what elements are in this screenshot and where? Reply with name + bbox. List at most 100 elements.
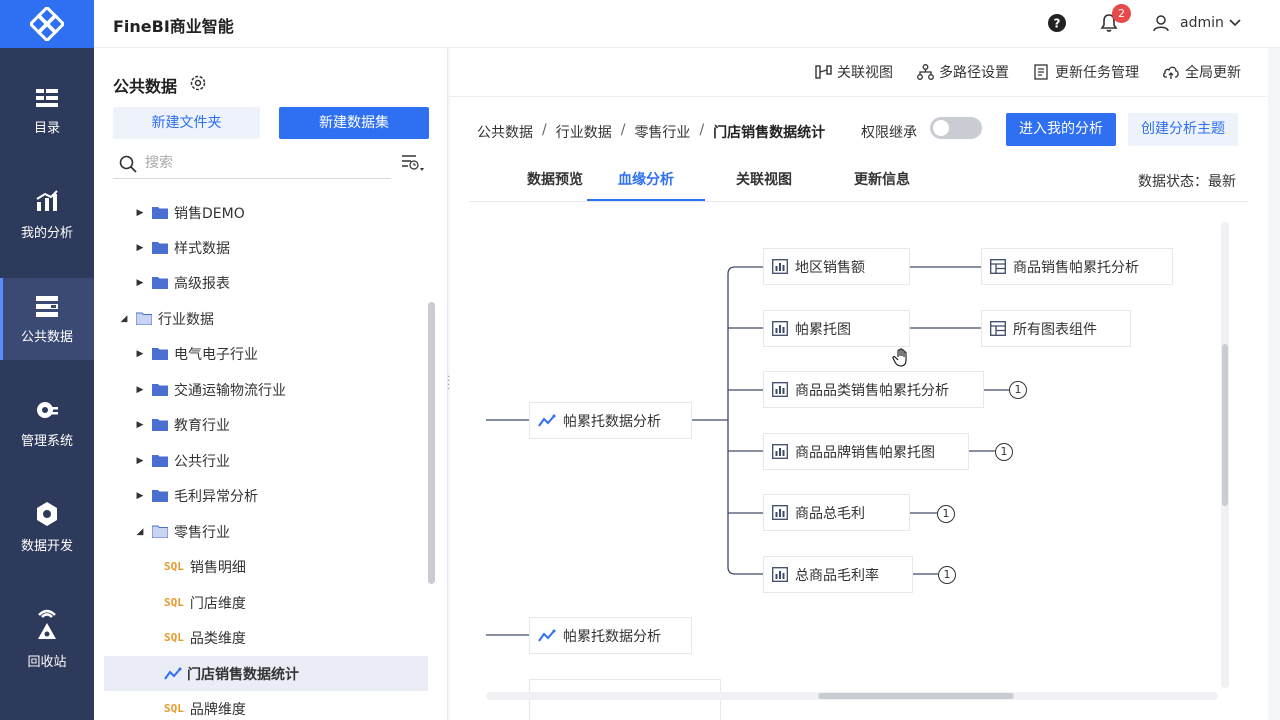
lineage-node[interactable]: 商品总毛利 xyxy=(763,494,910,531)
tree-item[interactable]: ▶ 电气电子行业 xyxy=(104,336,428,371)
expand-arrow-icon[interactable]: ▶ xyxy=(136,455,144,466)
breadcrumb-item[interactable]: 公共数据 xyxy=(477,125,533,141)
expand-arrow-icon[interactable]: ▶ xyxy=(136,419,144,430)
tree-item[interactable]: SQL 品牌维度 xyxy=(104,691,428,720)
collapse-arrow-icon[interactable]: ◢ xyxy=(136,526,144,537)
expand-arrow-icon[interactable]: ▶ xyxy=(136,277,144,288)
canvas-horizontal-scrollbar[interactable] xyxy=(818,693,1014,699)
username[interactable]: admin xyxy=(1180,15,1224,31)
lineage-root-node[interactable]: 帕累托数据分析 xyxy=(529,402,692,439)
logo[interactable] xyxy=(0,0,94,48)
sidebar-title: 公共数据 xyxy=(113,77,178,96)
folder-open-icon xyxy=(152,525,168,538)
tree-item[interactable]: SQL 品类维度 xyxy=(104,620,428,655)
nav-item-data-dev[interactable]: 数据开发 xyxy=(0,486,94,568)
nav-item-my-analysis[interactable]: 我的分析 xyxy=(0,174,94,256)
update-task-button[interactable]: 更新任务管理 xyxy=(1033,62,1139,82)
lineage-target-node[interactable]: 所有图表组件 xyxy=(981,310,1131,347)
tree-item-label: 毛利异常分析 xyxy=(174,488,258,505)
tree-item-selected[interactable]: 门店销售数据统计 xyxy=(104,656,428,691)
global-update-button[interactable]: 全局更新 xyxy=(1162,62,1241,82)
tree-item[interactable]: ▶ 销售DEMO xyxy=(104,195,428,230)
create-topic-button[interactable]: 创建分析主题 xyxy=(1128,113,1238,146)
lineage-target-node[interactable]: 商品销售帕累托分析 xyxy=(981,248,1173,285)
lineage-node[interactable]: 总商品毛利率 xyxy=(763,556,913,593)
nav-item-recycle[interactable]: 回收站 xyxy=(0,596,94,678)
nav-label: 回收站 xyxy=(27,654,67,670)
lineage-node[interactable]: 商品品类销售帕累托分析 xyxy=(763,371,984,408)
dashboard-icon xyxy=(990,259,1006,274)
help-icon[interactable]: ? xyxy=(1046,12,1068,34)
downstream-count[interactable]: 1 xyxy=(1009,381,1027,399)
tree-item-label: 教育行业 xyxy=(174,417,230,434)
breadcrumb-item[interactable]: 零售行业 xyxy=(634,125,691,141)
downstream-count[interactable]: 1 xyxy=(995,443,1013,461)
tree-item-label: 品类维度 xyxy=(189,630,246,647)
line-chart-icon xyxy=(538,414,556,427)
tree-item[interactable]: SQL 门店维度 xyxy=(104,585,428,620)
canvas-vertical-scrollbar[interactable] xyxy=(1222,344,1228,506)
new-dataset-button[interactable]: 新建数据集 xyxy=(279,107,429,139)
nav-item-management[interactable]: 管理系统 xyxy=(0,382,94,464)
public-data-icon xyxy=(36,295,58,317)
node-label: 地区销售额 xyxy=(795,259,865,276)
tree-item[interactable]: ▶ 毛利异常分析 xyxy=(104,478,428,513)
sidebar-scrollbar[interactable] xyxy=(428,302,435,584)
tree-item[interactable]: ▶ 教育行业 xyxy=(104,407,428,442)
svg-text:?: ? xyxy=(1054,17,1061,31)
filter-sort-icon[interactable] xyxy=(401,154,425,176)
expand-arrow-icon[interactable]: ▶ xyxy=(136,490,144,501)
lineage-node[interactable]: 帕累托图 xyxy=(763,310,910,347)
node-label: 商品销售帕累托分析 xyxy=(1013,259,1139,276)
nav-item-public-data[interactable]: 公共数据 xyxy=(0,278,94,360)
search-input[interactable] xyxy=(145,152,375,174)
user-icon[interactable] xyxy=(1150,12,1172,34)
tree-item[interactable]: ◢ 行业数据 xyxy=(104,301,428,336)
downstream-count[interactable]: 1 xyxy=(938,566,956,584)
tab-data-preview[interactable]: 数据预览 xyxy=(527,172,583,188)
relation-view-icon xyxy=(815,65,832,79)
tab-lineage[interactable]: 血缘分析 xyxy=(587,162,705,202)
expand-arrow-icon[interactable]: ▶ xyxy=(136,242,144,253)
expand-arrow-icon[interactable]: ▶ xyxy=(136,384,144,395)
new-folder-button[interactable]: 新建文件夹 xyxy=(113,107,260,139)
notification-badge: 2 xyxy=(1112,4,1131,23)
downstream-count[interactable]: 1 xyxy=(937,505,955,523)
dashboard-icon xyxy=(990,321,1006,336)
folder-icon xyxy=(152,419,168,431)
multi-path-icon xyxy=(917,64,934,80)
lineage-node[interactable]: 商品品牌销售帕累托图 xyxy=(763,433,969,470)
enter-analysis-button[interactable]: 进入我的分析 xyxy=(1006,113,1116,146)
tree-item[interactable]: ◢ 零售行业 xyxy=(104,514,428,549)
expand-arrow-icon[interactable]: ▶ xyxy=(136,207,144,218)
tree-item[interactable]: ▶ 高级报表 xyxy=(104,265,428,300)
collapse-arrow-icon[interactable]: ◢ xyxy=(120,313,128,324)
catalog-icon xyxy=(36,88,58,107)
tree-item[interactable]: ▶ 交通运输物流行业 xyxy=(104,372,428,407)
tab-relation-view[interactable]: 关联视图 xyxy=(736,172,792,188)
chevron-down-icon[interactable] xyxy=(1224,12,1246,34)
tab-update-info[interactable]: 更新信息 xyxy=(854,172,910,188)
tree-item[interactable]: ▶ 样式数据 xyxy=(104,230,428,265)
nav-label: 公共数据 xyxy=(20,329,73,345)
relation-view-button[interactable]: 关联视图 xyxy=(815,62,893,82)
toolbar-label: 全局更新 xyxy=(1185,65,1241,81)
node-label: 帕累托图 xyxy=(795,321,851,338)
tree-item[interactable]: ▶ 公共行业 xyxy=(104,443,428,478)
tree-item-label: 品牌维度 xyxy=(189,701,246,718)
lineage-node[interactable]: 地区销售额 xyxy=(763,248,910,285)
line-chart-icon xyxy=(164,667,182,680)
hand-cursor-icon xyxy=(892,348,907,367)
breadcrumb-item[interactable]: 行业数据 xyxy=(555,125,612,141)
nav-item-catalog[interactable]: 目录 xyxy=(0,70,94,152)
management-icon xyxy=(37,401,58,418)
multi-path-button[interactable]: 多路径设置 xyxy=(917,62,1009,82)
tree-item[interactable]: SQL 销售明细 xyxy=(104,549,428,584)
lineage-root-node[interactable]: 帕累托数据分析 xyxy=(529,617,692,654)
permission-inherit-toggle[interactable] xyxy=(930,117,982,139)
expand-arrow-icon[interactable]: ▶ xyxy=(136,348,144,359)
folder-open-icon xyxy=(136,312,152,325)
splitter-handle[interactable]: ···· xyxy=(447,372,451,395)
breadcrumb: 公共数据/ 行业数据/ 零售行业/ 门店销售数据统计 xyxy=(477,122,826,141)
settings-gear-icon[interactable] xyxy=(189,74,207,96)
